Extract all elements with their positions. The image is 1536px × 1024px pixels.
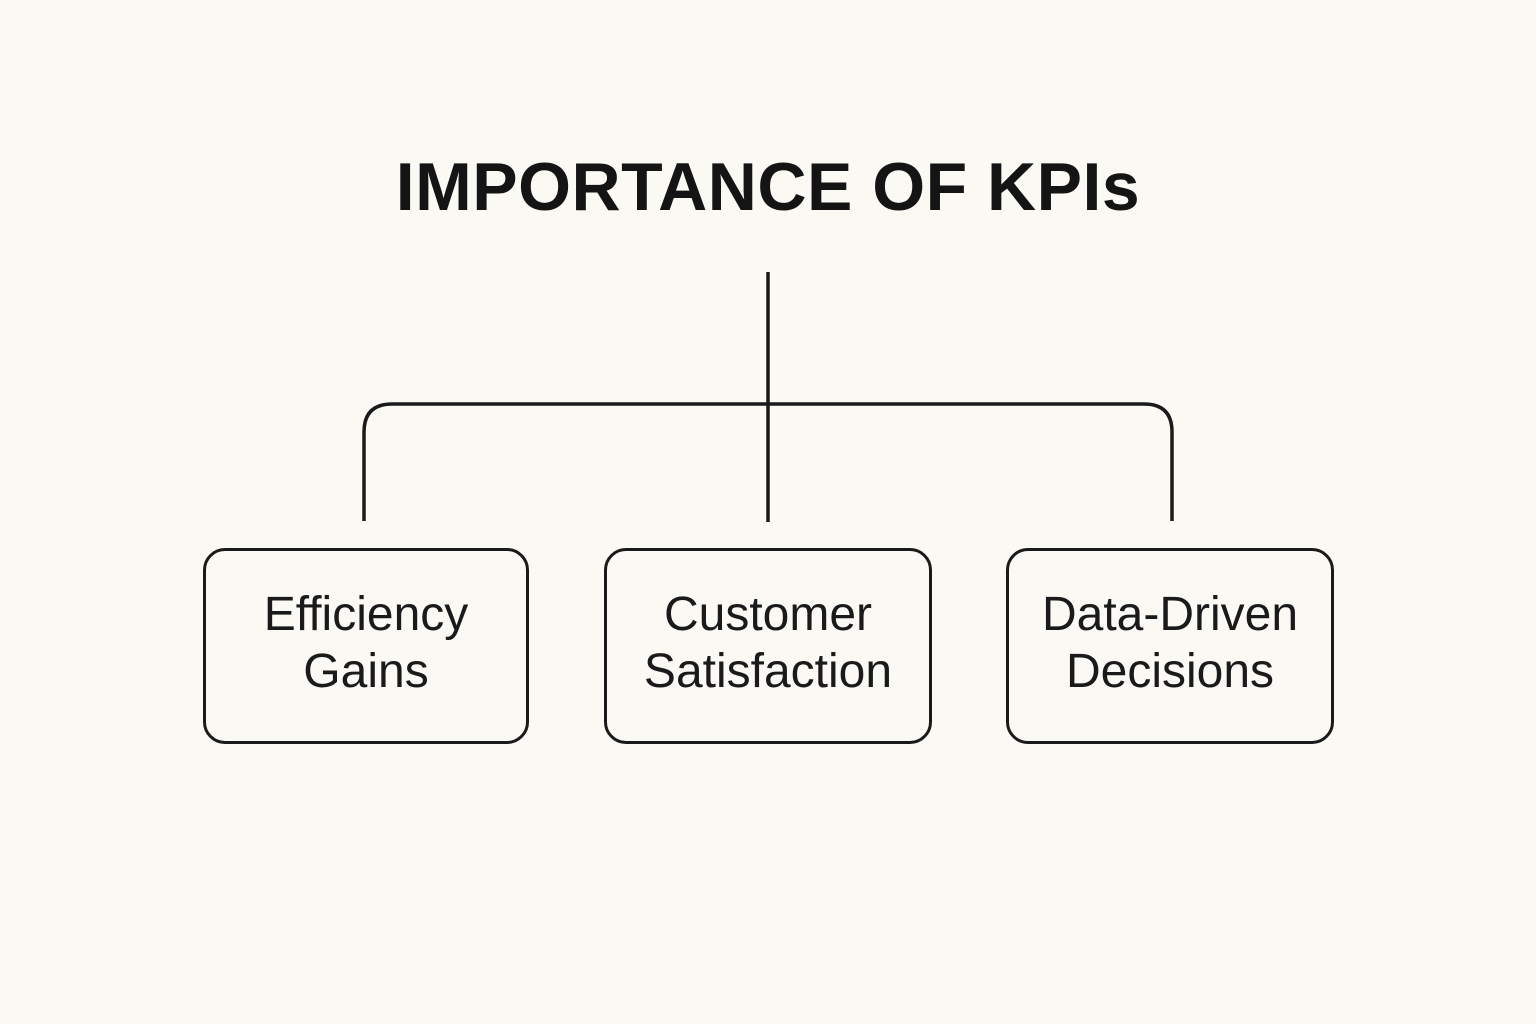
node-label-line: Efficiency xyxy=(263,588,469,641)
node-label: Customer Satisfaction xyxy=(644,586,892,700)
diagram-title: IMPORTANCE OF KPIs xyxy=(395,149,1141,225)
node-customer-satisfaction: Customer Satisfaction xyxy=(604,548,932,744)
node-label-line: Gains xyxy=(303,645,429,698)
node-data-driven-decisions: Data-Driven Decisions xyxy=(1006,548,1334,744)
node-label-line: Decisions xyxy=(1065,645,1275,698)
node-label-line: Satisfaction xyxy=(643,645,893,698)
node-label-line: Customer xyxy=(663,588,873,641)
node-label: Data-Driven Decisions xyxy=(1042,586,1298,700)
node-efficiency-gains: Efficiency Gains xyxy=(203,548,529,744)
node-label-line: Data-Driven xyxy=(1041,588,1299,641)
node-label: Efficiency Gains xyxy=(264,586,469,700)
branch-line xyxy=(362,402,1174,521)
